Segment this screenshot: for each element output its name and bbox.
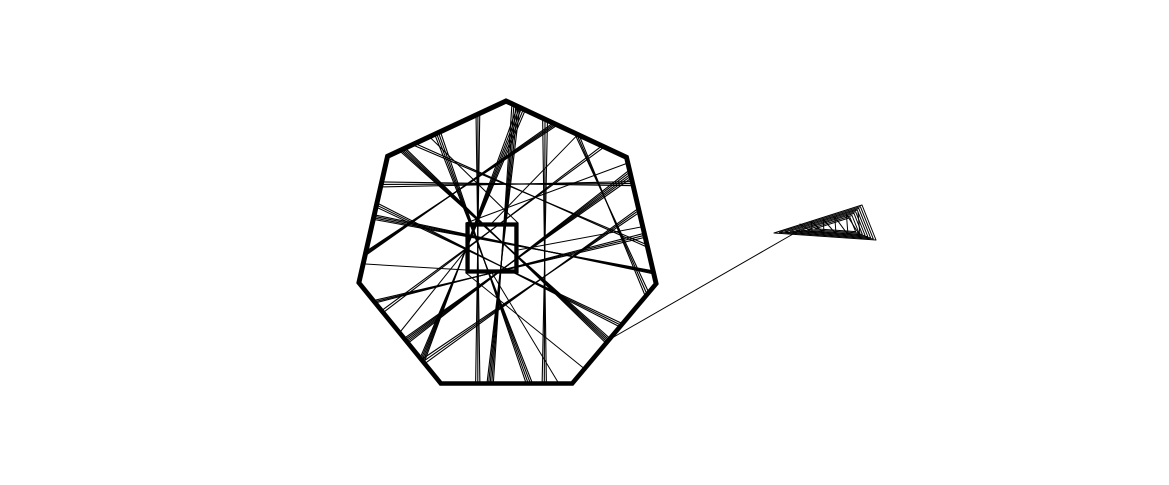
square-link-1 (465, 161, 630, 224)
heptagon-chord-49 (379, 145, 607, 313)
nested-triangle (773, 204, 877, 241)
heptagon-outline (356, 98, 659, 386)
heptagon-edge-1 (356, 98, 659, 386)
square-link-3 (360, 263, 519, 274)
heptagon-chord-55 (371, 236, 648, 302)
heptagon-chord-32 (363, 123, 560, 254)
inner-square (360, 132, 645, 386)
square-link-7 (491, 132, 580, 224)
heptagon-chord-35 (419, 210, 642, 362)
square-link-4 (465, 272, 587, 371)
heptagon-chord-44 (379, 181, 636, 187)
triangle-edge-1 (773, 204, 877, 241)
triangle-edge-3 (784, 207, 872, 239)
heptagon-chord-15 (403, 146, 608, 345)
triangle-edge-5 (795, 211, 866, 236)
heptagon-chord-41 (475, 110, 481, 386)
heptagon-chord-38 (577, 132, 647, 299)
connector-line-main (611, 229, 801, 339)
connector-line (611, 229, 801, 339)
square-link-8 (491, 272, 561, 386)
inner-square-edge-3 (467, 224, 517, 272)
inner-square-edge-2 (466, 223, 518, 273)
inner-square-edge-4 (468, 225, 516, 271)
square-link-5 (517, 225, 645, 251)
heptagon-chords (362, 101, 657, 386)
heptagon-chord-52 (374, 201, 622, 329)
square-link-2 (427, 134, 519, 224)
triangle-edge-2 (778, 206, 874, 240)
triangle-edge-6 (800, 212, 863, 235)
heptagon-chord-47 (541, 117, 549, 386)
triangle-zigzag (799, 211, 861, 237)
square-link-6 (398, 249, 467, 335)
heptagon-chord-57 (412, 141, 651, 249)
